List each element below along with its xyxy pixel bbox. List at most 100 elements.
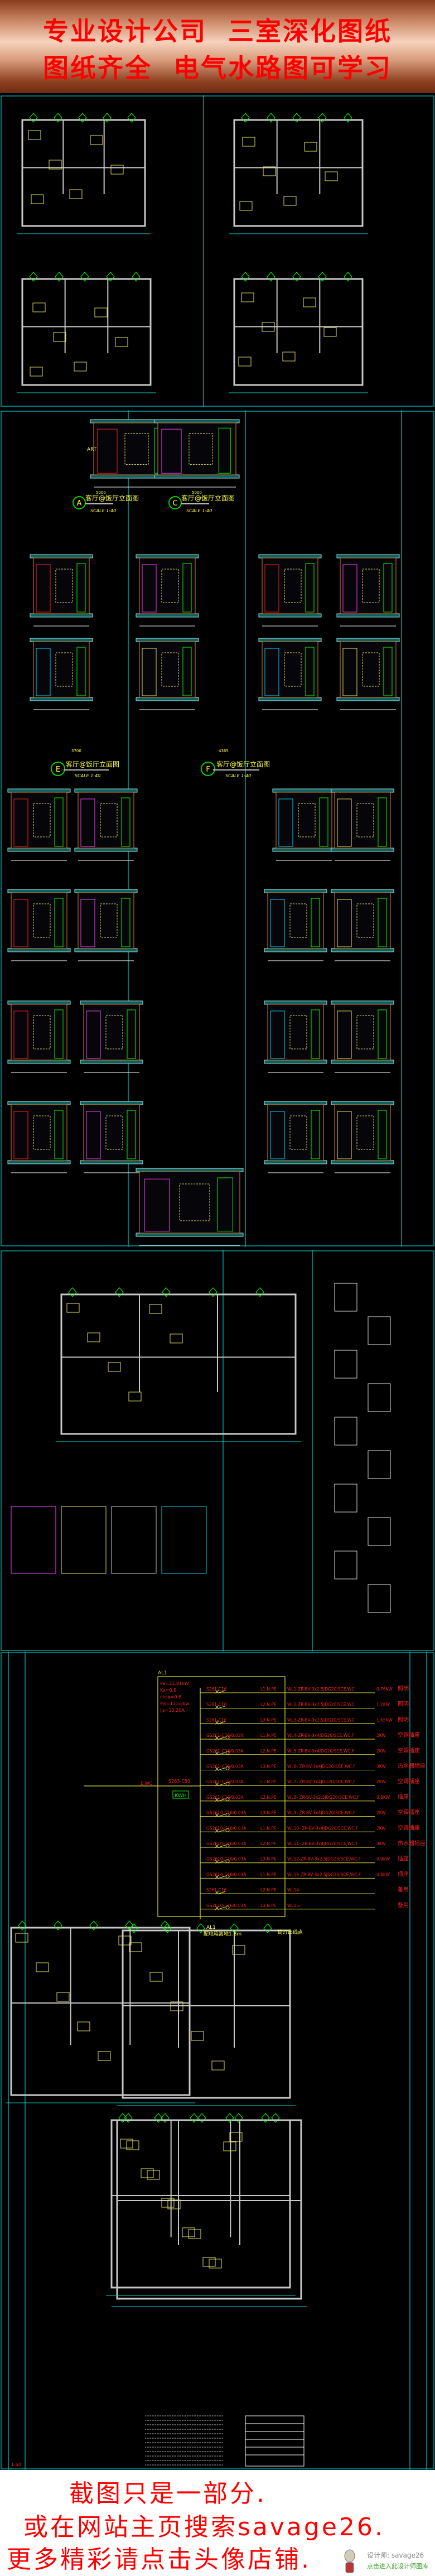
- furniture: [170, 1333, 183, 1344]
- rcd-symbol: [225, 1751, 230, 1755]
- panel: [284, 569, 302, 603]
- furniture: [304, 142, 317, 152]
- circuit-phase: L2.N.PE: [260, 1795, 277, 1800]
- circuit-breaker: GS261-C16/0.03A: [206, 1795, 244, 1800]
- panel: [33, 1015, 51, 1049]
- floor-slab: [154, 474, 240, 479]
- circuit-cable: WL8- ZR-BV-3x2.5JDG20/SCE,WC,F: [287, 1795, 360, 1800]
- breaker-symbol: [215, 1906, 226, 1910]
- designer-gallery-link[interactable]: 点击进入此设计师图库: [367, 2563, 428, 2570]
- circuit-phase: L1.N.PE: [260, 1733, 277, 1738]
- panel: [80, 798, 95, 847]
- furniture: [66, 1303, 80, 1313]
- ceiling-slab: [264, 1000, 327, 1005]
- circuit-cable: WL2-ZR-BV-3x2.5JDG20/SCE,WC: [287, 1702, 355, 1707]
- svg-text:F: F: [206, 765, 210, 774]
- floor-slab: [7, 948, 71, 952]
- breaker-symbol: [215, 1782, 226, 1787]
- furniture: [229, 2132, 243, 2142]
- detail-section: [368, 1517, 391, 1546]
- panel: [33, 1115, 51, 1150]
- wall-elevation: [262, 557, 318, 614]
- panel: [270, 1010, 285, 1059]
- wall-elevation: [11, 892, 67, 949]
- svg-text:4365: 4365: [219, 749, 229, 753]
- svg-text:S263-C50: S263-C50: [168, 1779, 190, 1784]
- panel: [337, 798, 352, 847]
- wall-outline: [116, 2119, 302, 2300]
- panel: [264, 648, 279, 696]
- circuit-breaker: S261-C16: [206, 1687, 227, 1692]
- wall-elevation: [334, 1104, 391, 1161]
- designer-badge[interactable]: 设计师: savage26 点击进入此设计师图库: [339, 2548, 435, 2576]
- circuit-load: 2KW: [376, 1733, 386, 1738]
- furniture: [90, 135, 103, 145]
- furniture: [30, 367, 43, 377]
- ceiling-slab: [80, 1000, 143, 1005]
- floor-slab: [331, 1160, 394, 1164]
- wall-elevation: [267, 1004, 324, 1061]
- floor-slab: [74, 848, 138, 852]
- designer-name: 设计师: savage26: [367, 2551, 424, 2559]
- breaker-symbol: [215, 1844, 226, 1848]
- panel: [342, 564, 357, 613]
- panel: [161, 569, 179, 603]
- door: [311, 898, 320, 947]
- index-marker: [318, 113, 327, 123]
- floor-slab: [331, 1060, 394, 1064]
- furniture: [36, 1962, 49, 1972]
- furniture: [120, 2139, 133, 2149]
- circuit-breaker: GS261-C16/0.03A: [206, 1779, 244, 1784]
- furniture: [283, 196, 297, 206]
- floor-slab: [74, 948, 138, 952]
- panel: [33, 803, 51, 837]
- ceiling-slab: [264, 889, 327, 893]
- ceiling-slab: [7, 1101, 71, 1105]
- ceiling-slab: [136, 638, 199, 642]
- furniture: [282, 352, 296, 362]
- ceiling-slab: [264, 1101, 327, 1105]
- circuit-phase: L1.N.PE: [260, 1687, 277, 1692]
- door: [127, 1110, 136, 1159]
- designer-avatar[interactable]: [342, 2549, 357, 2574]
- index-marker: [241, 272, 250, 282]
- floor-plans: [6, 113, 391, 2467]
- panel-param: Pjs=17.53kw: [160, 1701, 189, 1706]
- door: [311, 1110, 320, 1159]
- footer-line-3: 更多精彩请点击头像店铺.: [7, 2545, 311, 2574]
- index-marker: [129, 1923, 138, 1933]
- circuit-cable: WL11- ZR-BV-3x4JDG20/SCE,WC,F: [287, 1841, 358, 1846]
- panel: [105, 1115, 123, 1150]
- panel: [13, 1010, 28, 1059]
- circuit-cable: WL9- ZR-BV-3x4JDG20/SCE,WC,F: [287, 1811, 356, 1816]
- art-label: ART: [87, 447, 97, 452]
- panel: [356, 803, 374, 837]
- door: [127, 1009, 136, 1059]
- floor-slab: [30, 613, 93, 618]
- circuit-cable: WL7- ZR-BV-3x4JDG20/SCE,WC,F: [287, 1779, 356, 1784]
- furniture: [239, 201, 253, 211]
- svg-text:KWH: KWH: [175, 1793, 186, 1799]
- panel-param: Kx=0.8: [160, 1688, 176, 1693]
- ceiling-slab: [80, 1101, 143, 1105]
- door: [383, 563, 393, 613]
- svg-text:C: C: [172, 499, 177, 508]
- index-marker: [318, 272, 327, 282]
- panel-param: Ijs=33.20A: [160, 1708, 185, 1713]
- panel: [13, 899, 28, 947]
- circuit-row: GS261-C16/0.03A L2.N.PE WL8- ZR-BV-3x2.5JD…: [200, 1793, 409, 1802]
- index-marker: [124, 2113, 133, 2123]
- circuit-breaker: GS2610-C16/0.03A: [206, 1857, 246, 1862]
- panel: [264, 564, 279, 613]
- elevation-drawings: [7, 419, 400, 1246]
- circuit-breaker: GS261-C16/0.03A: [206, 1733, 244, 1738]
- index-marker: [103, 113, 112, 123]
- index-marker: [271, 2113, 280, 2123]
- wall-elevation: [267, 892, 324, 949]
- breaker-symbol: [215, 1689, 226, 1694]
- wall-elevation: [33, 557, 90, 614]
- panel: [55, 652, 73, 687]
- furniture: [128, 1391, 142, 1402]
- circuit-breaker: GS2610-C16/0.03A: [206, 1811, 246, 1816]
